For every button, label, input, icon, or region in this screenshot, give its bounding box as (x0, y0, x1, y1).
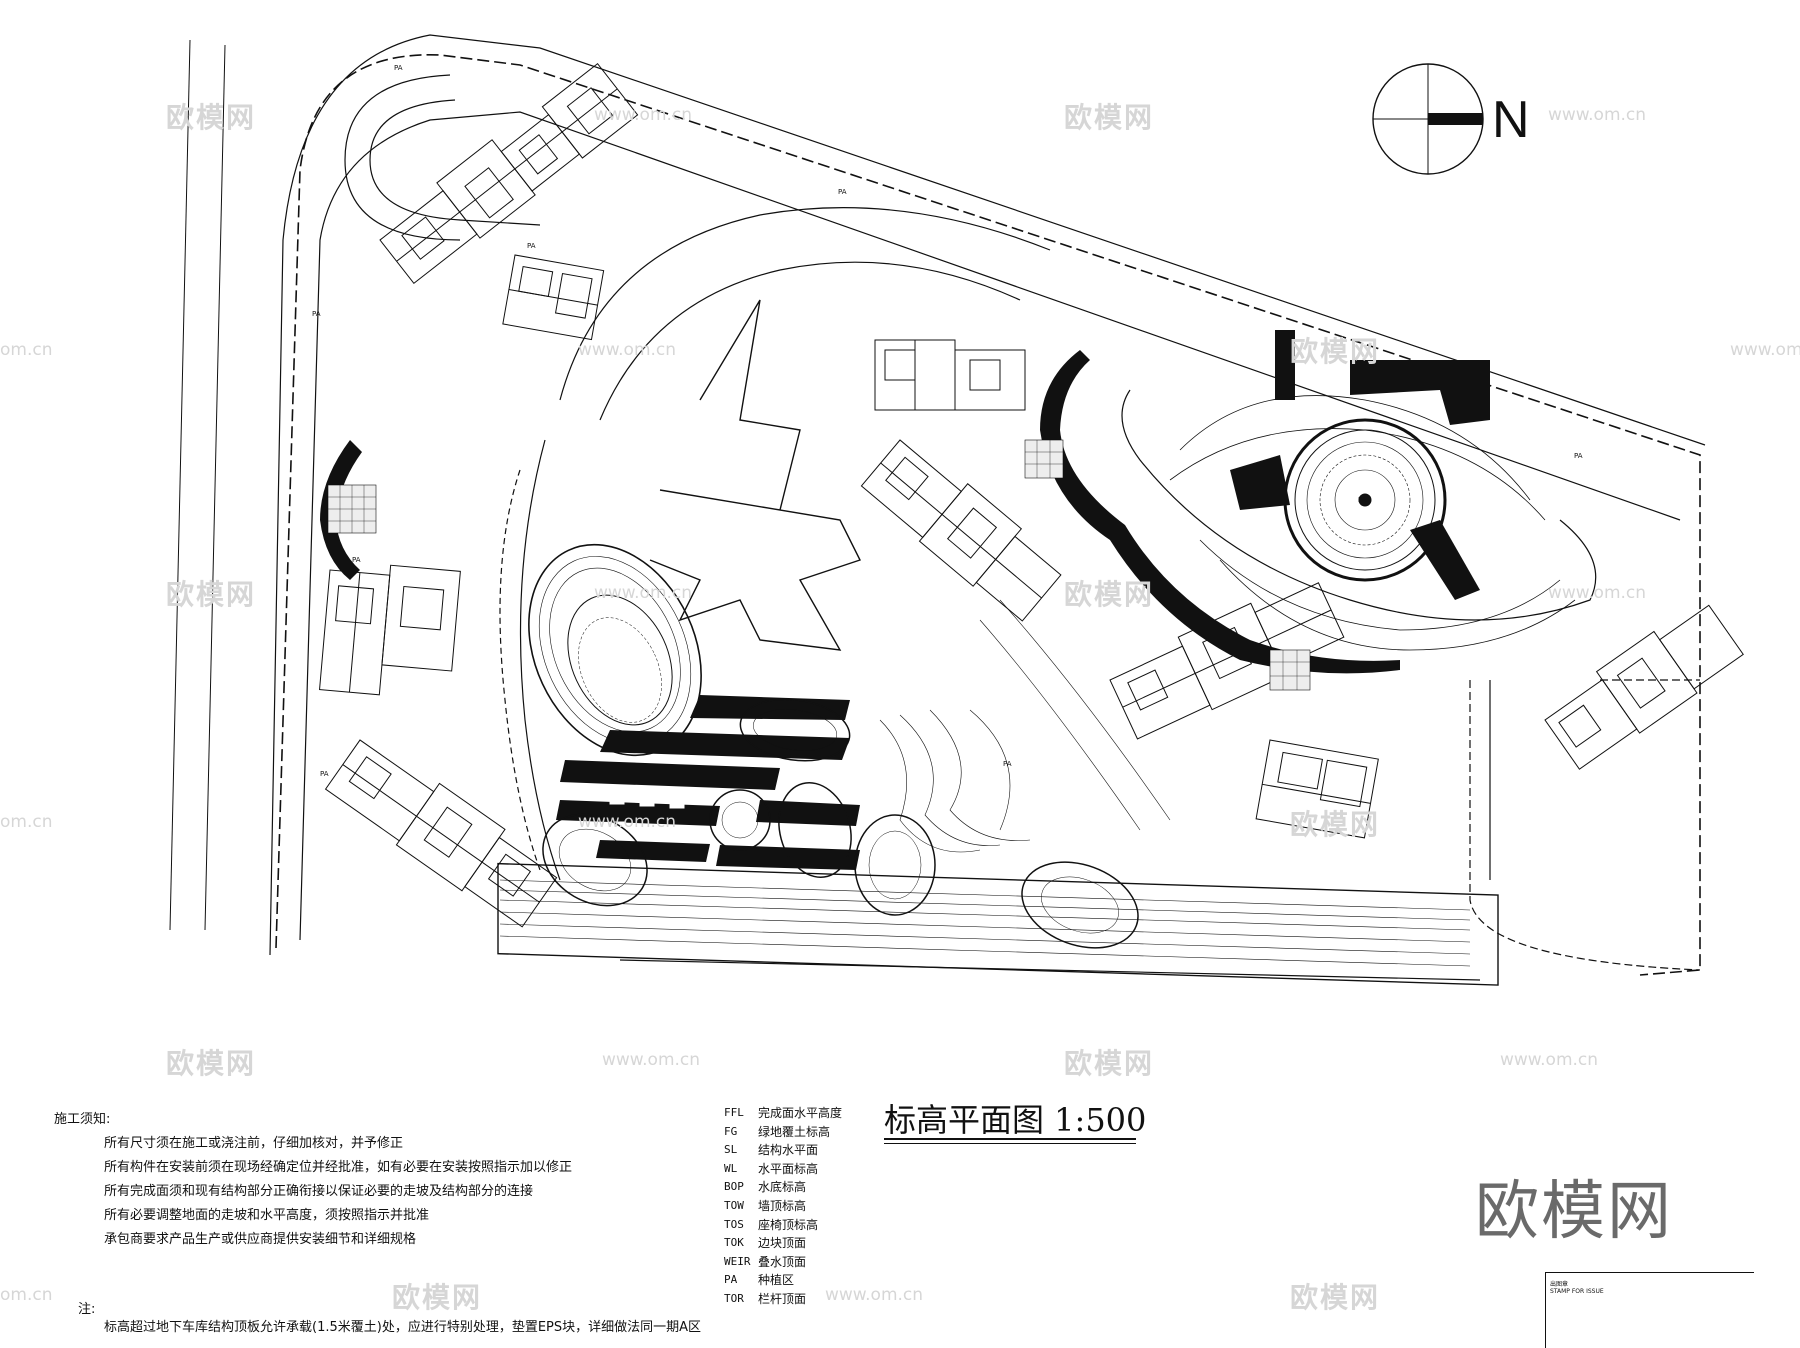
stamp-label-cn: 出图章 (1550, 1281, 1569, 1288)
roundabout-loop (369, 99, 541, 226)
plan-label-pa: PA (312, 310, 321, 318)
plan-label-pa: PA (1574, 452, 1583, 460)
abbreviation-legend: FFL 完成面水平高度 FG 绿地覆土标高 SL 结构水平面 WL 水平面标高 BOP 水… (724, 1104, 842, 1309)
stamp-for-issue-box: 出图章 STAMP FOR ISSUE (1545, 1272, 1754, 1348)
legend-desc: 结构水平面 (758, 1143, 819, 1158)
legend-code: TOW (724, 1198, 744, 1212)
plan-label-pa: PA (1358, 496, 1367, 504)
legend-row: WL 水平面标高 (724, 1160, 842, 1179)
stamp-label: 出图章 STAMP FOR ISSUE (1550, 1281, 1604, 1295)
north-label: N (1492, 91, 1530, 149)
plan-label-pa: PA (394, 64, 403, 72)
plan-title: 标高平面图 1:500 (884, 1101, 1147, 1139)
legend-code: WL (724, 1161, 738, 1175)
legend-desc: 栏杆顶面 (758, 1291, 807, 1306)
legend-code: FFL (724, 1106, 744, 1119)
legend-row: FG 绿地覆土标高 (724, 1123, 842, 1142)
note-item: 所有必要调整地面的走坡和水平高度，须按照指示并批准 (104, 1208, 430, 1223)
legend-desc: 边块顶面 (758, 1236, 807, 1251)
legend-desc: 水平面标高 (758, 1161, 819, 1176)
plan-label-pa: PA (1003, 760, 1012, 768)
note-item: 所有尺寸须在施工或浇注前，仔细加核对，并予修正 (104, 1136, 404, 1151)
contour-lines (879, 599, 1171, 853)
legend-row: TOW 墙顶标高 (724, 1197, 842, 1216)
brand-logo: 欧模网 (1475, 1175, 1673, 1249)
residential-buildings (318, 62, 1744, 928)
plan-label-pa: PA (838, 188, 847, 196)
legend-code: FG (724, 1124, 738, 1138)
legend-row: BOP 水底标高 (724, 1178, 842, 1197)
legend-row: FFL 完成面水平高度 (724, 1104, 842, 1123)
note-item: 所有构件在安装前须在现场经确定位并经批准，如有必要在安装按照指示加以修正 (104, 1160, 573, 1175)
legend-desc: 墙顶标高 (758, 1198, 807, 1213)
north-arrow-compass (1372, 63, 1484, 175)
legend-desc: 水底标高 (758, 1180, 807, 1195)
black-terraces (556, 695, 860, 870)
plan-label-pa: PA (352, 556, 361, 564)
perimeter-road (269, 34, 1706, 956)
legend-desc: 座椅顶标高 (758, 1217, 819, 1232)
perimeter-road-inner (299, 111, 1681, 941)
legend-row: SL 结构水平面 (724, 1141, 842, 1160)
legend-code: TOK (724, 1236, 744, 1250)
note-item: 承包商要求产品生产或供应商提供安装细节和详细规格 (104, 1232, 417, 1247)
plaza-black-paving (320, 330, 1490, 674)
legend-desc: 种植区 (758, 1273, 795, 1288)
legend-row: TOK 边块顶面 (724, 1234, 842, 1253)
pebble-planters (542, 698, 1139, 949)
construction-notes: 施工须知: 所有尺寸须在施工或浇注前，仔细加核对，并予修正 所有构件在安装前须在… (54, 1108, 572, 1252)
legend-row: TOS 座椅顶标高 (724, 1216, 842, 1235)
zigzag-walkway (649, 299, 861, 651)
notes-heading: 施工须知: (54, 1112, 111, 1127)
legend-desc: 完成面水平高度 (758, 1106, 843, 1120)
remark-heading: 注: (78, 1302, 96, 1317)
legend-code: SL (724, 1143, 738, 1157)
note-item: 所有完成面须和现有结构部分正确衔接以保证必要的走坡及结构部分的连接 (104, 1184, 534, 1199)
plan-label-pa: PA (527, 242, 536, 250)
site-boundary (275, 54, 1701, 976)
remark-text: 标高超过地下车库结构顶板允许承载(1.5米覆土)处，应进行特别处理，垫置EPS块… (104, 1320, 702, 1335)
legend-code: BOP (724, 1180, 744, 1194)
title-underline (884, 1138, 1136, 1140)
legend-row: WEIR 叠水顶面 (724, 1253, 842, 1272)
legend-code: PA (724, 1273, 738, 1287)
legend-desc: 叠水顶面 (758, 1254, 807, 1269)
title-underline (884, 1143, 1136, 1144)
legend-code: TOS (724, 1217, 744, 1231)
legend-row: TOR 栏杆顶面 (724, 1290, 842, 1309)
legend-row: PA 种植区 (724, 1271, 842, 1290)
legend-desc: 绿地覆土标高 (758, 1124, 831, 1139)
stamp-label-en: STAMP FOR ISSUE (1550, 1288, 1604, 1295)
gateway-paving (327, 439, 1311, 691)
plan-label-pa: PA (320, 770, 329, 778)
legend-code: TOR (724, 1291, 744, 1305)
legend-code: WEIR (724, 1254, 751, 1268)
